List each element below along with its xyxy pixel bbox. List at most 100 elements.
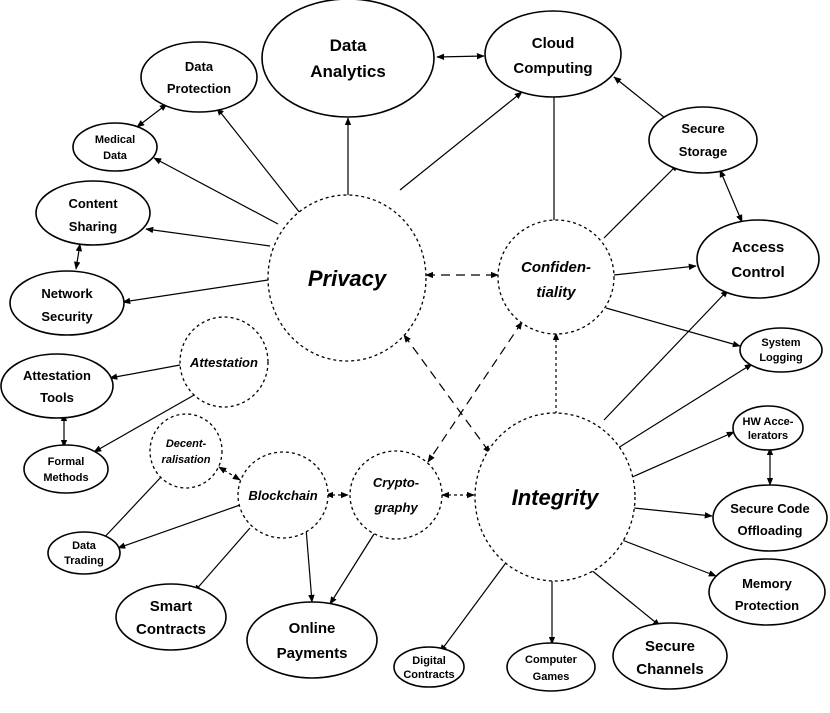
- node-label-line: Tools: [40, 390, 74, 405]
- node-label-line: HW Acce-: [743, 416, 794, 428]
- node-label-line: Decent-: [166, 438, 207, 450]
- node-secure-channels[interactable]: Secure Channels: [612, 622, 728, 690]
- node-attestation-tools[interactable]: Attestation Tools: [0, 353, 114, 419]
- node-data-analytics[interactable]: Data Analytics: [261, 0, 435, 118]
- edge-crypto-payments: [329, 533, 375, 605]
- node-access-control[interactable]: Access Control: [696, 219, 820, 299]
- edge-attest-tools: [109, 364, 181, 380]
- edge-dataprot-medical: [136, 103, 168, 128]
- node-data-trading[interactable]: Data Trading: [47, 531, 121, 575]
- node-label-line: Confiden-: [521, 259, 591, 276]
- node-label-line: Payments: [277, 645, 348, 662]
- node-label-line: Content: [68, 196, 118, 211]
- node-label-line: Security: [41, 309, 93, 324]
- edge-privacy-content-sharing: [145, 226, 271, 247]
- edge-decent-trading: [99, 475, 163, 543]
- node-privacy[interactable]: Privacy: [267, 194, 427, 362]
- edge-privacy-network-security: [122, 279, 269, 305]
- node-medical-data[interactable]: Medical Data: [72, 122, 158, 172]
- node-label-line: Sharing: [69, 219, 117, 234]
- node-label-line: graphy: [373, 500, 418, 515]
- edge-conf-access: [613, 263, 697, 276]
- edge-analytics-cloud: [436, 52, 485, 61]
- edge-conf-storage: [603, 163, 679, 239]
- node-label-line: Offloading: [738, 523, 803, 538]
- node-label-line: Online: [289, 620, 336, 637]
- edge-privacy-medical-data: [153, 157, 279, 225]
- node-label-line: Digital: [412, 655, 446, 667]
- edge-storage-access: [719, 169, 743, 223]
- node-digital-contracts[interactable]: Digital Contracts: [393, 646, 465, 688]
- edge-attest-formal-methods: [93, 393, 197, 453]
- edge-conf-logging: [605, 307, 741, 348]
- node-label-line: Contracts: [403, 669, 454, 681]
- node-label-line: Data: [72, 540, 97, 552]
- node-memory-protection[interactable]: Memory Protection: [708, 558, 826, 626]
- edge-decent-blockchain: [218, 466, 241, 481]
- node-cryptography[interactable]: Crypto- graphy: [349, 450, 443, 540]
- node-label-line: Cloud: [532, 35, 575, 52]
- node-label-line: System: [761, 337, 800, 349]
- node-label-line: Computer: [525, 654, 578, 666]
- node-label-line: Integrity: [512, 485, 601, 510]
- node-smart-contracts[interactable]: Smart Contracts: [115, 583, 227, 651]
- node-formal-methods[interactable]: Formal Methods: [23, 444, 109, 494]
- node-label-line: Protection: [167, 81, 231, 96]
- node-label-line: Memory: [742, 576, 793, 591]
- node-label-line: Channels: [636, 661, 704, 678]
- edge-int-hw: [629, 431, 735, 479]
- edge-privacy-cloud-computing: [399, 91, 523, 191]
- edge-blockchain-smart: [193, 527, 251, 593]
- node-blockchain[interactable]: Blockchain: [237, 451, 329, 539]
- edge-int-offload: [633, 507, 713, 519]
- node-label-line: Methods: [43, 472, 88, 484]
- edges: [60, 52, 774, 653]
- edge-cloud-storage: [613, 76, 671, 123]
- node-label-line: Protection: [735, 598, 799, 613]
- nodes: Data Analytics Cloud Computing Data Prot…: [0, 0, 828, 692]
- node-secure-code-offloading[interactable]: Secure Code Offloading: [712, 484, 828, 552]
- node-label-line: Network: [41, 286, 93, 301]
- node-label-line: Secure Code: [730, 501, 809, 516]
- node-label-line: Contracts: [136, 621, 206, 638]
- node-cloud-computing[interactable]: Cloud Computing: [484, 10, 622, 98]
- node-online-payments[interactable]: Online Payments: [246, 601, 378, 679]
- node-confidentiality[interactable]: Confiden- tiality: [497, 219, 615, 335]
- node-computer-games[interactable]: Computer Games: [506, 642, 596, 692]
- edge-privacy-integrity: [403, 334, 491, 454]
- edge-blockchain-trading: [117, 504, 241, 549]
- node-label-line: Data: [103, 150, 128, 162]
- node-label-line: Crypto-: [373, 475, 419, 490]
- node-label-line: Medical: [95, 134, 135, 146]
- edge-conf-crypto: [427, 321, 523, 463]
- node-label-line: Computing: [513, 60, 592, 77]
- node-integrity[interactable]: Integrity: [474, 412, 636, 582]
- node-label-line: Control: [731, 264, 784, 281]
- edge-int-memory: [621, 539, 717, 577]
- node-system-logging[interactable]: System Logging: [739, 327, 823, 373]
- edge-privacy-data-protection: [216, 107, 301, 214]
- node-network-security[interactable]: Network Security: [9, 270, 125, 336]
- node-label-line: tiality: [536, 284, 576, 301]
- node-label-line: Attestation: [23, 368, 91, 383]
- node-content-sharing[interactable]: Content Sharing: [35, 180, 151, 246]
- node-label-line: Trading: [64, 555, 104, 567]
- node-data-protection[interactable]: Data Protection: [140, 41, 258, 113]
- node-label-line: Data: [185, 59, 214, 74]
- node-label-line: Secure: [645, 638, 695, 655]
- node-label-line: Formal: [48, 456, 85, 468]
- node-label-line: Blockchain: [248, 488, 317, 503]
- edge-int-logging: [617, 363, 753, 449]
- node-label-line: Smart: [150, 598, 193, 615]
- node-secure-storage[interactable]: Secure Storage: [648, 106, 758, 174]
- node-label-line: Data: [330, 36, 367, 55]
- node-decentralisation[interactable]: Decent- ralisation: [149, 413, 223, 489]
- node-label-line: Analytics: [310, 62, 386, 81]
- node-label-line: Storage: [679, 144, 727, 159]
- node-hw-accelerators[interactable]: HW Acce- lerators: [732, 405, 804, 451]
- edge-int-access: [603, 289, 729, 421]
- node-label-line: Secure: [681, 121, 724, 136]
- edge-int-digital: [439, 559, 509, 653]
- node-attestation[interactable]: Attestation: [179, 316, 269, 408]
